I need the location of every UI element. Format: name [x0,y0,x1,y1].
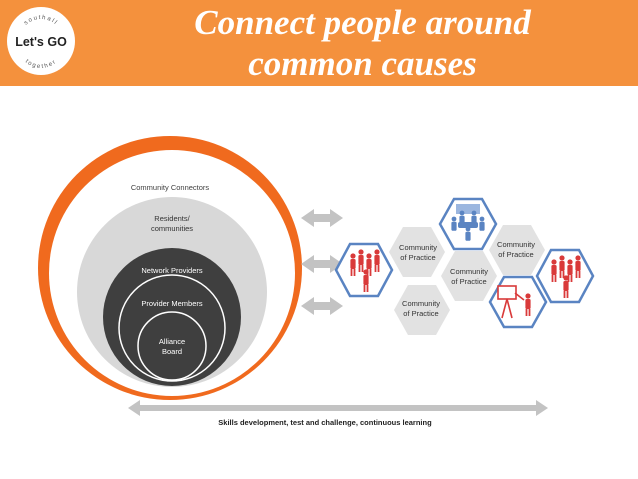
skills-label: Skills development, test and challenge, … [218,418,432,427]
double-arrow-icon [301,255,343,273]
cop-left-bottom-label-1: Community [402,299,440,308]
title-line-1: Connect people around [194,3,531,42]
activity-hubs-label: Activity Hubs [148,152,192,161]
page-title: Connect people around common causes [95,2,630,84]
meeting-icon [438,197,498,251]
logo-arc-top: southall [23,15,57,27]
network-providers-ring [103,248,241,386]
cop-right-label-2: of Practice [498,250,533,259]
residents-label-1: Residents/ [154,214,190,223]
lets-go-logo: southall Let's GO together [7,7,75,75]
provider-members-label: Provider Members [141,299,203,308]
logo-arc-bottom: together [24,59,57,71]
title-line-2: common causes [248,44,477,83]
people-icon [535,248,595,304]
cop-left-top-label-1: Community [399,243,437,252]
alliance-board-label-2: Board [162,347,182,356]
alliance-board-ring [137,311,207,381]
residents-label-2: communities [151,224,193,233]
cop-middle-label-1: Community [450,267,488,276]
svg-text:together: together [24,59,58,71]
header-banner [0,0,638,86]
skills-arrow [128,400,548,416]
double-arrow-icon [301,297,343,315]
svg-text:southall: southall [23,15,59,27]
people-icon [334,242,394,298]
hexagon-left-bottom [394,285,450,335]
network-providers-label: Network Providers [141,266,203,275]
logo-text: Let's GO [15,35,67,49]
hexagon-middle [441,251,497,301]
cop-left-bottom-label-2: of Practice [403,309,438,318]
cop-right-label-1: Community [497,240,535,249]
alliance-board-label-1: Alliance [159,337,185,346]
hexagon-right [489,225,545,275]
double-arrow-icon [301,209,343,227]
cop-middle-label-2: of Practice [451,277,486,286]
network-diagram: Activity Hubs Community Connectors Resid… [38,136,595,427]
community-connectors-label: Community Connectors [131,183,210,192]
presentation-icon [488,275,548,329]
provider-members-ring [118,274,226,382]
cop-left-top-label-2: of Practice [400,253,435,262]
hexagon-left-top [389,227,445,277]
